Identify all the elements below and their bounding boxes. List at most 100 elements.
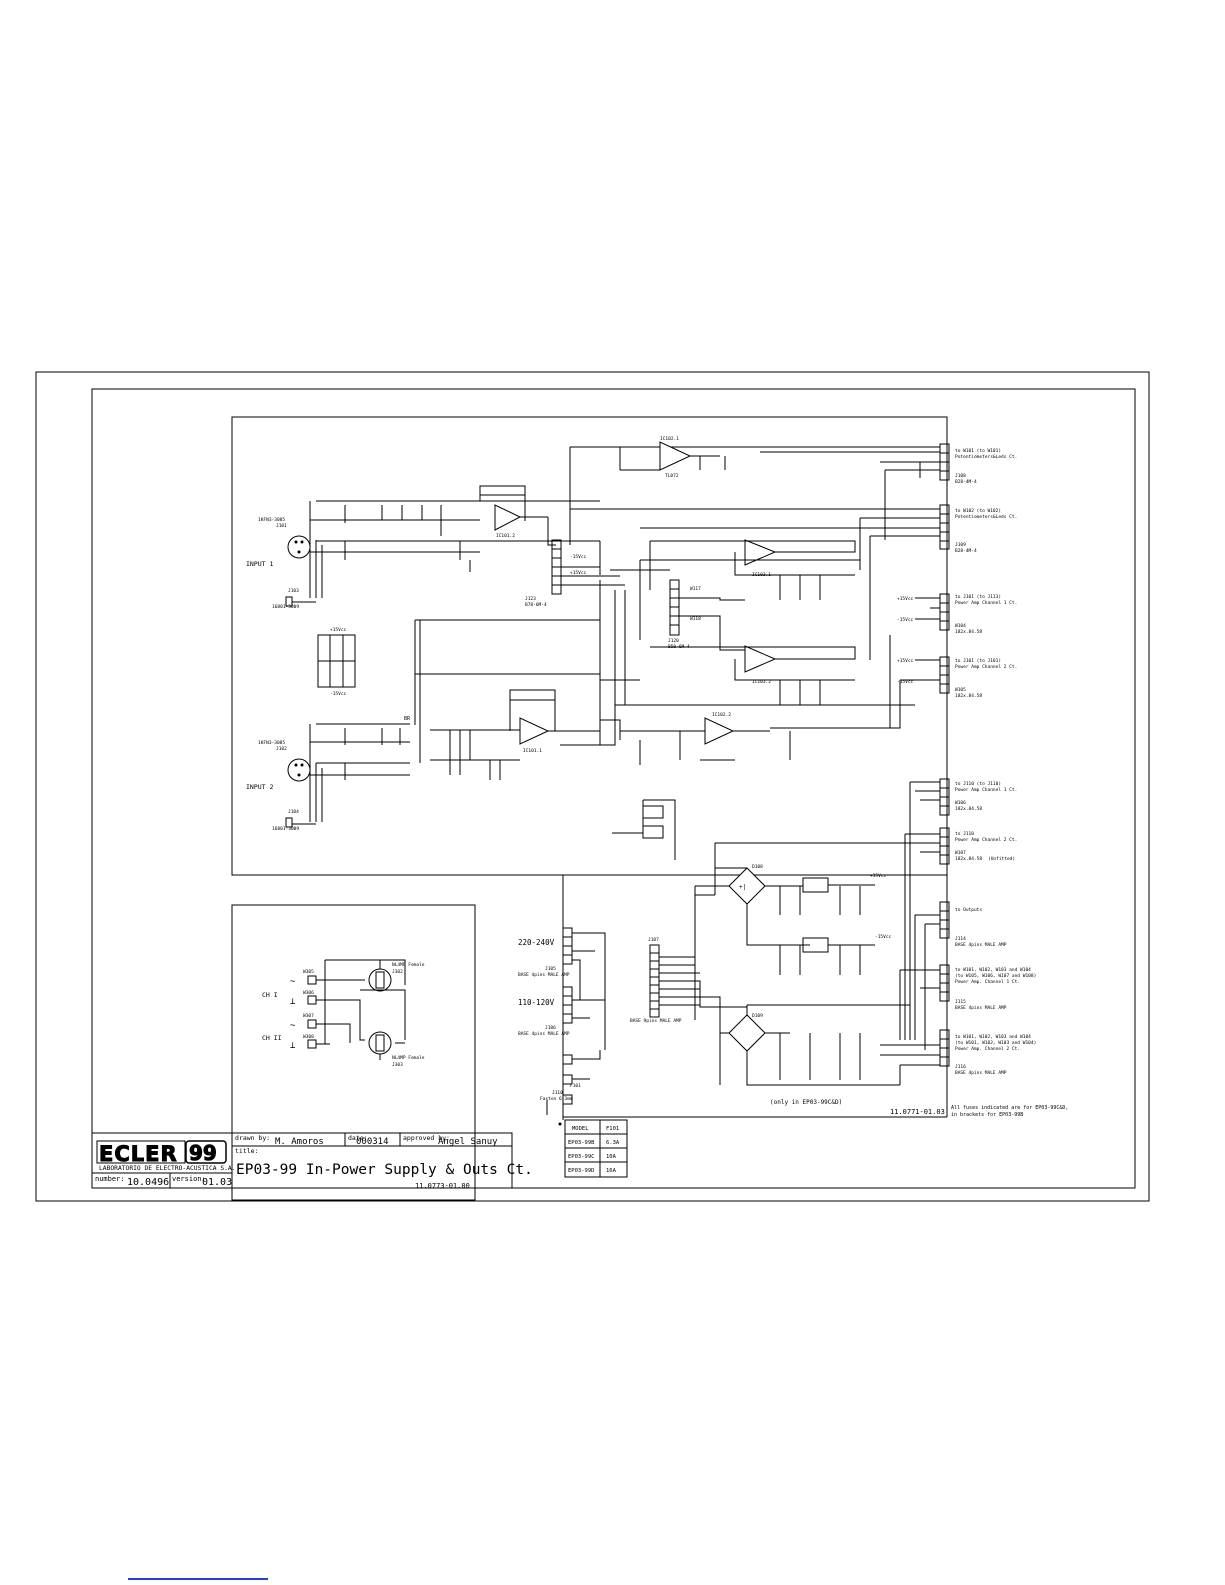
j115-to2: (to W105, W106, W107 and W108): [955, 973, 1036, 979]
ic102-2-label: IC102.2: [712, 712, 731, 718]
fuse-row-model: EP03-99D: [568, 1168, 595, 1174]
logo-text: ECLER: [99, 1142, 178, 1166]
bridge-d109: D109: [719, 1004, 940, 1086]
opamp-ic101-1: [519, 717, 550, 745]
ch1-label: CH I: [262, 991, 278, 999]
w117-label: W117: [690, 586, 701, 592]
ic102-2-stage: IC102.2: [620, 712, 791, 765]
w106-to: to J110 (to J110): [955, 781, 1001, 787]
j110-label: J110: [552, 1090, 563, 1096]
drawn-by-label: drawn by:: [235, 1134, 270, 1142]
j114-connector: to Outputs J114 BASE 4pins MALE AMP: [914, 901, 1007, 1050]
f101-label: F101: [570, 1083, 581, 1089]
detail-ref: 11.0773-01.00: [415, 1182, 470, 1190]
j116-to2: (to W101, W102, W103 and W104): [955, 1040, 1036, 1046]
drawing-frame: [91, 388, 1136, 1189]
j120-desc: B50-6M-4: [668, 644, 690, 650]
misc-wiring: [419, 469, 940, 1126]
j123-label: J123: [525, 596, 536, 602]
j108-connector: to W101 (to W101) Potentiometers&Leds Ct…: [569, 443, 1017, 545]
w105-to2: Power Amp Channel 2 Ct.: [955, 664, 1017, 670]
mains-220-label: 220-240V: [518, 938, 555, 947]
ch2-label: CH II: [262, 1034, 282, 1042]
w105-pos-label: +15Vcc: [897, 658, 914, 664]
w107-connector: to J110 Power Amp Channel 2 Ct. W107 182…: [714, 827, 1017, 1040]
xlr-2-connector: [287, 758, 311, 782]
input-2-label: INPUT 2: [246, 783, 273, 791]
j116-desc: BASE 4pins MALE AMP: [955, 1070, 1007, 1076]
reg-neg-label: -15Vcc: [875, 934, 892, 940]
fuse-row-model: EP03-99C: [568, 1154, 595, 1160]
j106-desc: BASE 4pins MALE AMP: [518, 1031, 570, 1037]
j107-label: J107: [648, 937, 659, 943]
j114-to: to Outputs: [955, 907, 982, 913]
title-block: ECLER 99 LABORATORIO DE ELECTRO-ACUSTICA…: [91, 1132, 533, 1189]
w105-label: W105: [955, 687, 966, 693]
ic103-2-label: IC103.2: [752, 679, 771, 685]
fuse-header-f101: F101: [606, 1126, 619, 1132]
regulator-ic103: [802, 877, 829, 893]
logo-mark: [185, 1140, 227, 1164]
bridge-d108: D108 +| +15Vcc -15Vcc: [694, 864, 892, 1020]
w106-label: W106: [955, 800, 966, 806]
j120-label: J120: [668, 638, 679, 644]
only-in-note: (only in EP03-99C&D): [770, 1099, 842, 1106]
ic101-2-label: IC101.2: [496, 533, 515, 539]
svg-text:+|: +|: [739, 884, 746, 891]
ic101-1-label: IC101.1: [523, 748, 542, 754]
j108-label: J108: [955, 473, 966, 479]
j116-to3: Power Amp. Channel 2 Ct.: [955, 1046, 1020, 1052]
j107-desc: BASE 9pins MALE AMP: [630, 1018, 682, 1024]
j303-label: J303: [392, 1062, 403, 1068]
fuse-row-model: EP03-99B: [568, 1140, 595, 1146]
bridge-rectifier-d109: [728, 1014, 766, 1052]
j114-desc: BASE 4pins MALE AMP: [955, 942, 1007, 948]
ic103-filters: IC103.1 IC103.2 J120 B50-6M-4 W117 W118: [599, 539, 856, 745]
j110-desc: Faston 6.3mm: [540, 1096, 573, 1102]
w104-to: to J101 (to J113): [955, 594, 1001, 600]
ic102-1-stage: IC102.1 TL072: [619, 436, 726, 479]
j105-desc: BASE 4pins MALE AMP: [518, 972, 570, 978]
svg-text:⊥: ⊥: [290, 1041, 296, 1051]
input-2-stage: INPUT 2 1KFN3-3085 J102 J104 16801-3009 …: [246, 619, 621, 832]
w106-desc: 182x.84.58: [955, 806, 982, 812]
j106-label: J106: [545, 1025, 556, 1031]
svg-text:~: ~: [290, 1021, 296, 1031]
footer-link-underline[interactable]: [128, 1578, 268, 1580]
version-value: 01.03: [202, 1177, 232, 1188]
w118-label: W118: [690, 616, 701, 622]
j101-label: J101: [276, 523, 287, 529]
j303-desc: NL4MP Female: [392, 1055, 425, 1061]
w104-desc: 182x.84.58: [955, 629, 982, 635]
j115-connector: to W101, W102, W103 and W104 (to W105, W…: [899, 964, 1036, 1040]
decoupling-pos-label: +15Vcc: [330, 627, 347, 633]
j108-desc: B28-4M-4: [955, 479, 977, 485]
j109-label: J109: [955, 542, 966, 548]
w106-to2: Power Amp Channel 1 Ct.: [955, 787, 1017, 793]
w107-to2: Power Amp Channel 2 Ct.: [955, 837, 1017, 843]
fuse-note-2: in brackets for EP03-99B: [951, 1112, 1023, 1118]
jack-1-part: 16801-3009: [272, 604, 299, 610]
j109-to: to W102 (to W102): [955, 508, 1001, 514]
bridge-rectifier-d108: [728, 867, 766, 905]
neg-vcc-label: -15Vcc: [570, 554, 587, 560]
main-drawing-ref: 11.0771-01.03: [890, 1108, 945, 1116]
w107-label: W107: [955, 850, 966, 856]
j102-label: J102: [276, 746, 287, 752]
j104-label: J104: [288, 809, 299, 815]
sheet-title: EP03-99 In-Power Supply & Outs Ct.: [236, 1162, 533, 1178]
tl072-label: TL072: [665, 473, 679, 479]
decoupling-caps: +15Vcc -15Vcc: [317, 627, 356, 697]
reg-pos-label: +15Vcc: [870, 873, 887, 879]
j108-to: to W101 (to W101): [955, 448, 1001, 454]
j116-connector: to W101, W102, W103 and W104 (to W101, W…: [939, 1029, 1036, 1076]
d108-label: D108: [752, 864, 763, 870]
pos-vcc-label: +15Vcc: [570, 570, 587, 576]
approved-by-label: approved by:: [403, 1134, 450, 1142]
w107-note: (Unfitted): [988, 856, 1015, 862]
j302-desc: NL4MP Female: [392, 962, 425, 968]
j115-desc: BASE 4pins MALE AMP: [955, 1005, 1007, 1011]
mains-110-label: 110-120V: [518, 998, 555, 1007]
fuse-note-1: All fuses indicated are for EP03-99C&D,: [951, 1105, 1068, 1111]
